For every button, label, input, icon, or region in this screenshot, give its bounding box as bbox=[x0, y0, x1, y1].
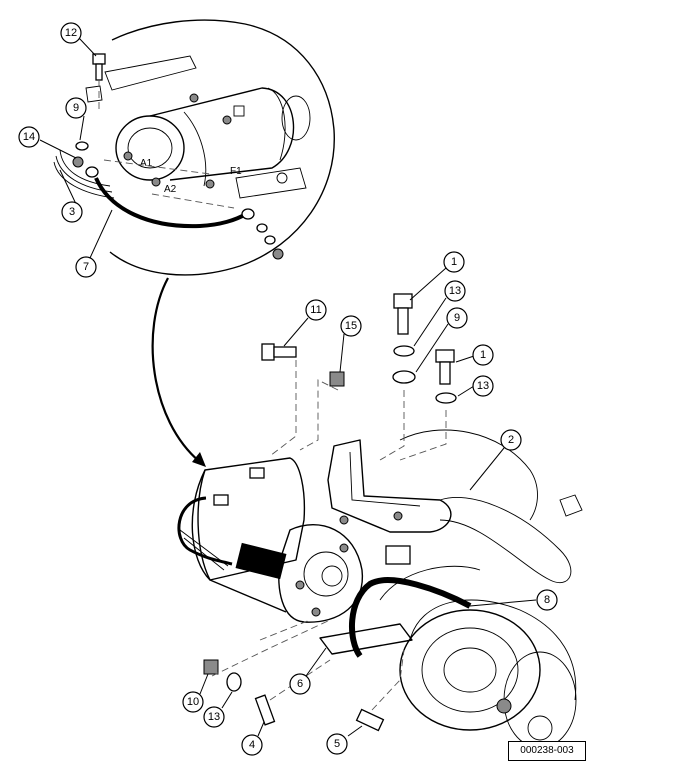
callout-13: 13 bbox=[472, 375, 494, 397]
callout-10: 10 bbox=[182, 691, 204, 713]
svg-text:11: 11 bbox=[310, 304, 321, 316]
drive-belt bbox=[349, 577, 472, 658]
callout-4: 4 bbox=[241, 734, 263, 756]
terminal-label-a1: A1 bbox=[140, 158, 153, 169]
starter-generator bbox=[177, 457, 364, 623]
figure-id: 000238-003 bbox=[508, 741, 586, 761]
callout-1-top: 1 bbox=[443, 251, 465, 273]
svg-text:3: 3 bbox=[69, 206, 75, 218]
terminal-label-a2: A2 bbox=[164, 184, 177, 195]
callout-13-top: 13 bbox=[444, 280, 466, 302]
svg-text:1: 1 bbox=[451, 256, 457, 268]
svg-text:5: 5 bbox=[334, 738, 340, 750]
svg-text:6: 6 bbox=[297, 678, 303, 690]
callout-13-bottom: 13 bbox=[203, 706, 225, 728]
callout-3: 3 bbox=[61, 201, 83, 223]
callout-7: 7 bbox=[75, 256, 97, 278]
callout-2: 2 bbox=[500, 429, 522, 451]
svg-text:2: 2 bbox=[508, 434, 514, 446]
svg-text:13: 13 bbox=[477, 380, 489, 392]
svg-text:13: 13 bbox=[449, 285, 461, 297]
callout-9-inset: 9 bbox=[65, 97, 87, 119]
inset-detail: A1 A2 F1 bbox=[53, 19, 335, 276]
svg-text:13: 13 bbox=[208, 711, 220, 723]
callout-5: 5 bbox=[326, 733, 348, 755]
callout-9: 9 bbox=[446, 307, 468, 329]
svg-text:7: 7 bbox=[83, 261, 89, 273]
connection-arrow bbox=[151, 277, 206, 467]
svg-text:4: 4 bbox=[249, 739, 255, 751]
alignment-lines bbox=[211, 360, 447, 711]
loose-hardware bbox=[203, 293, 457, 732]
svg-text:15: 15 bbox=[345, 320, 357, 332]
lower-bracket bbox=[319, 623, 413, 655]
callout-15: 15 bbox=[340, 315, 362, 337]
svg-text:12: 12 bbox=[65, 27, 77, 39]
svg-text:1: 1 bbox=[480, 349, 486, 361]
mounting-bracket bbox=[327, 439, 572, 584]
svg-text:10: 10 bbox=[187, 696, 199, 708]
callout-1: 1 bbox=[472, 344, 494, 366]
svg-text:14: 14 bbox=[23, 131, 35, 143]
terminal-label-f1: F1 bbox=[230, 166, 242, 177]
callout-12: 12 bbox=[60, 22, 82, 44]
callout-14: 14 bbox=[18, 126, 40, 148]
callout-11: 11 bbox=[305, 299, 327, 321]
leader-lines bbox=[39, 37, 537, 737]
svg-text:9: 9 bbox=[454, 312, 460, 324]
svg-text:9: 9 bbox=[73, 102, 79, 114]
callout-8: 8 bbox=[536, 589, 558, 611]
svg-text:8: 8 bbox=[544, 594, 550, 606]
transaxle bbox=[379, 429, 583, 749]
callout-6: 6 bbox=[289, 673, 311, 695]
